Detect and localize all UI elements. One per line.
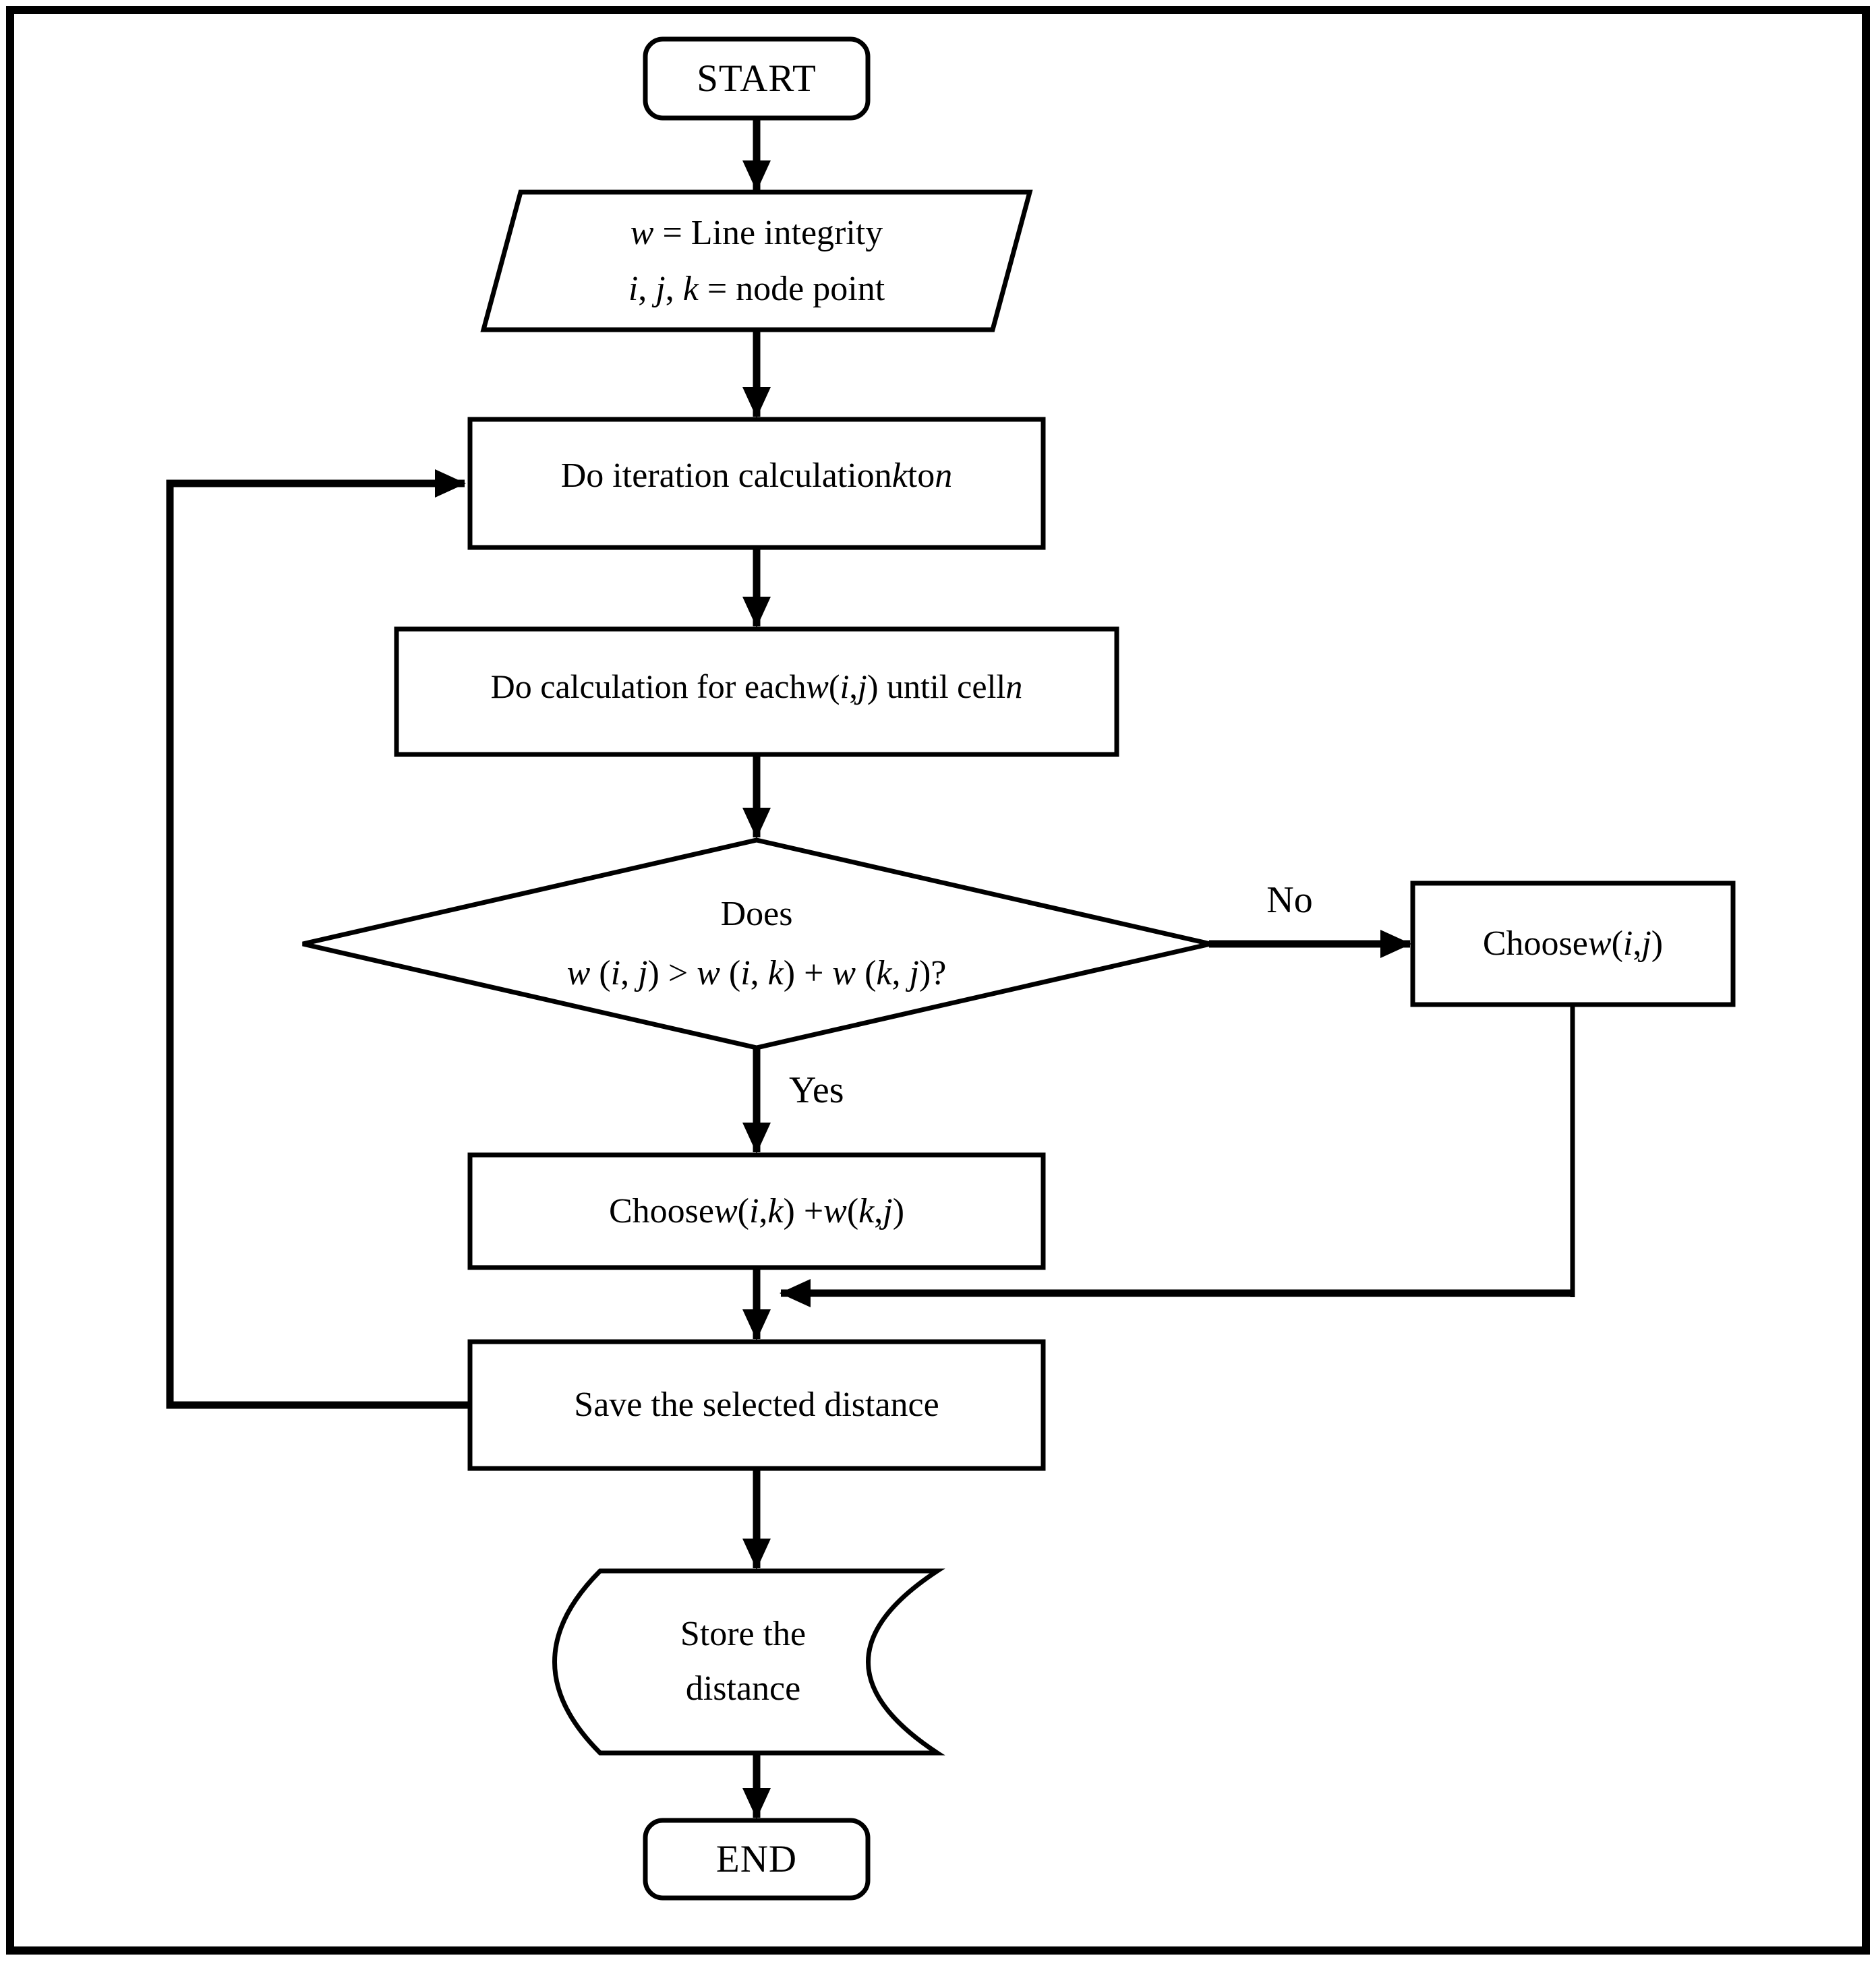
- choose-yes-process-shape: [467, 1152, 1046, 1270]
- store-label-line1: Store the: [680, 1615, 807, 1654]
- end-label: END: [715, 1837, 798, 1880]
- calculation-label: Do calculation for each w (i, j) until c…: [490, 667, 1023, 705]
- store-stored-data-shape: [552, 1568, 945, 1756]
- decision-label-line2: w (i, j) > w (i, k) + w (k, j)?: [566, 954, 947, 992]
- figure-border: [6, 6, 1870, 1955]
- no-edge-label: No: [1266, 879, 1313, 921]
- start-terminator-shape: [643, 36, 871, 121]
- iteration-label: Do iteration calculation k to n: [560, 456, 953, 496]
- choose-no-label: Choose w (i, j): [1482, 924, 1664, 963]
- decision-diamond-shape: [302, 837, 1211, 1050]
- end-terminator-shape: [643, 1818, 871, 1901]
- choose-yes-label: Choose w (i, k) + w (k, j): [608, 1191, 905, 1230]
- save-label: Save the selected distance: [574, 1386, 939, 1425]
- save-process-shape: [467, 1339, 1046, 1471]
- decision-label: Does w (i, j) > w (i, k) + w (k, j)?: [303, 840, 1210, 1048]
- input-label-line1: w = Line integrity: [630, 213, 883, 252]
- arrow-loop-back: [166, 469, 470, 1409]
- decision-label-line1: Does: [720, 894, 793, 933]
- calculation-process-shape: [394, 626, 1119, 757]
- input-label: w = Line integrity i, j, k = node point: [483, 192, 1030, 330]
- input-label-line2: i, j, k = node point: [628, 270, 885, 308]
- store-label: Store the distance: [554, 1571, 932, 1753]
- iteration-process-shape: [467, 417, 1046, 550]
- input-parallelogram-shape: [480, 189, 1033, 332]
- store-label-line2: distance: [685, 1669, 801, 1708]
- choose-no-process-shape: [1410, 881, 1736, 1007]
- yes-edge-label: Yes: [789, 1069, 844, 1111]
- start-label: START: [697, 57, 817, 100]
